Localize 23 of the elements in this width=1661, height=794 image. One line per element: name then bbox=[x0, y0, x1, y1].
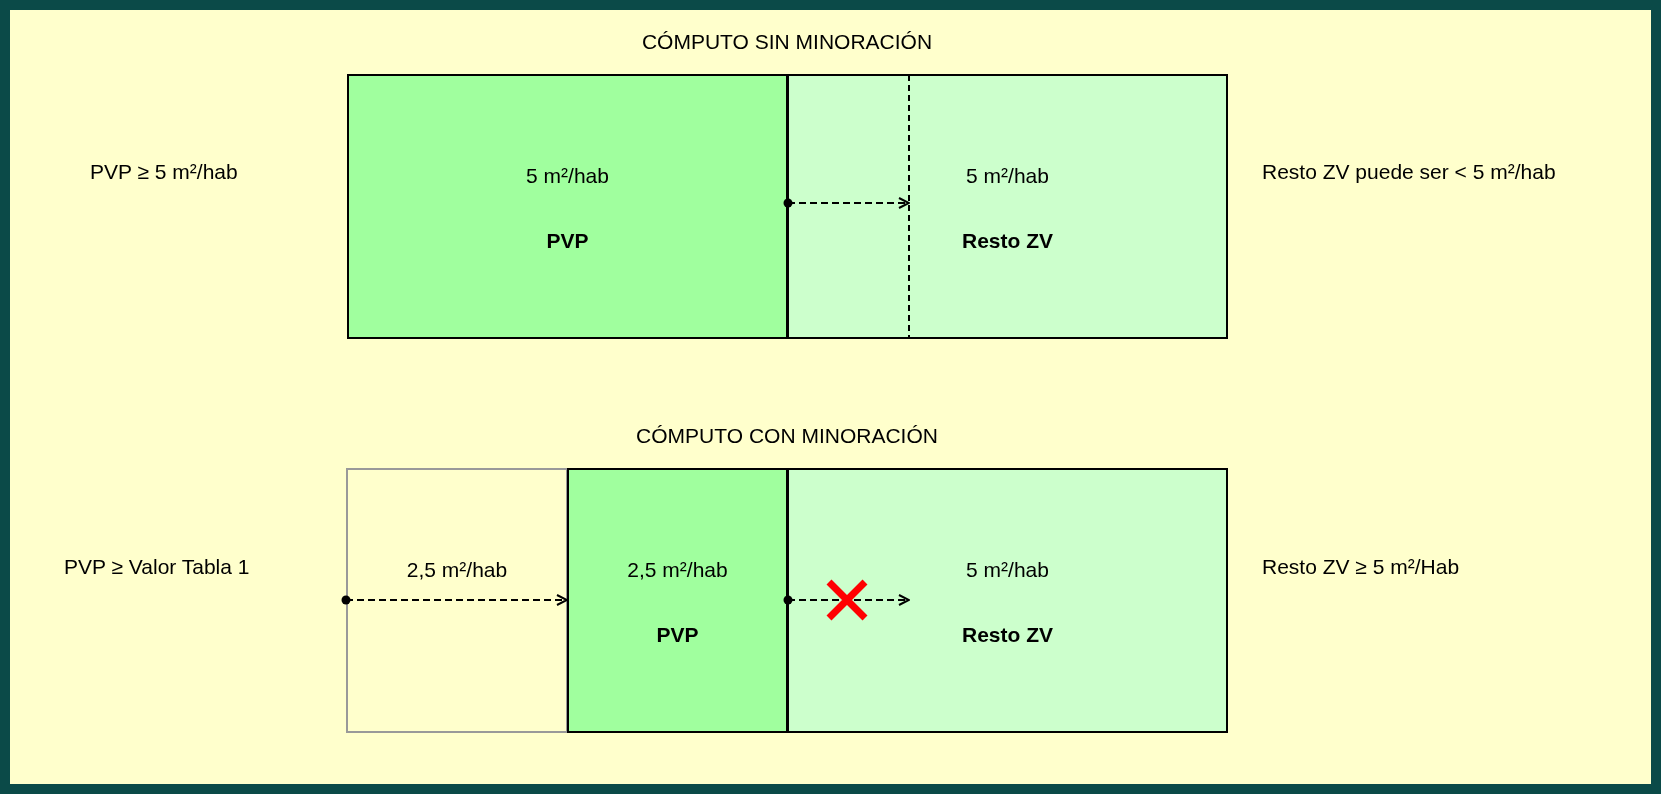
dashed-arrow bbox=[341, 594, 568, 606]
area-box bbox=[567, 468, 788, 733]
dashed-arrow bbox=[783, 197, 910, 209]
area-box bbox=[787, 468, 1228, 733]
area-name: PVP bbox=[546, 229, 589, 253]
dashed-arrow bbox=[783, 594, 910, 606]
area-value: 5 m²/hab bbox=[966, 164, 1049, 188]
condition-note: Resto ZV puede ser < 5 m²/hab bbox=[1262, 160, 1556, 184]
area-box bbox=[346, 468, 568, 733]
condition-note: Resto ZV ≥ 5 m²/Hab bbox=[1262, 555, 1460, 579]
area-value: 2,5 m²/hab bbox=[627, 558, 728, 582]
area-name: PVP bbox=[656, 623, 699, 647]
section-heading: CÓMPUTO CON MINORACIÓN bbox=[636, 424, 938, 448]
area-value: 5 m²/hab bbox=[966, 558, 1049, 582]
condition-note: PVP ≥ Valor Tabla 1 bbox=[64, 555, 250, 579]
area-value: 5 m²/hab bbox=[526, 164, 609, 188]
area-value: 2,5 m²/hab bbox=[406, 558, 508, 582]
area-name: Resto ZV bbox=[962, 229, 1053, 253]
condition-note: PVP ≥ 5 m²/hab bbox=[90, 160, 238, 184]
area-box bbox=[787, 74, 1228, 339]
area-name: Resto ZV bbox=[962, 623, 1053, 647]
area-box bbox=[347, 74, 788, 339]
section-heading: CÓMPUTO SIN MINORACIÓN bbox=[641, 30, 933, 54]
